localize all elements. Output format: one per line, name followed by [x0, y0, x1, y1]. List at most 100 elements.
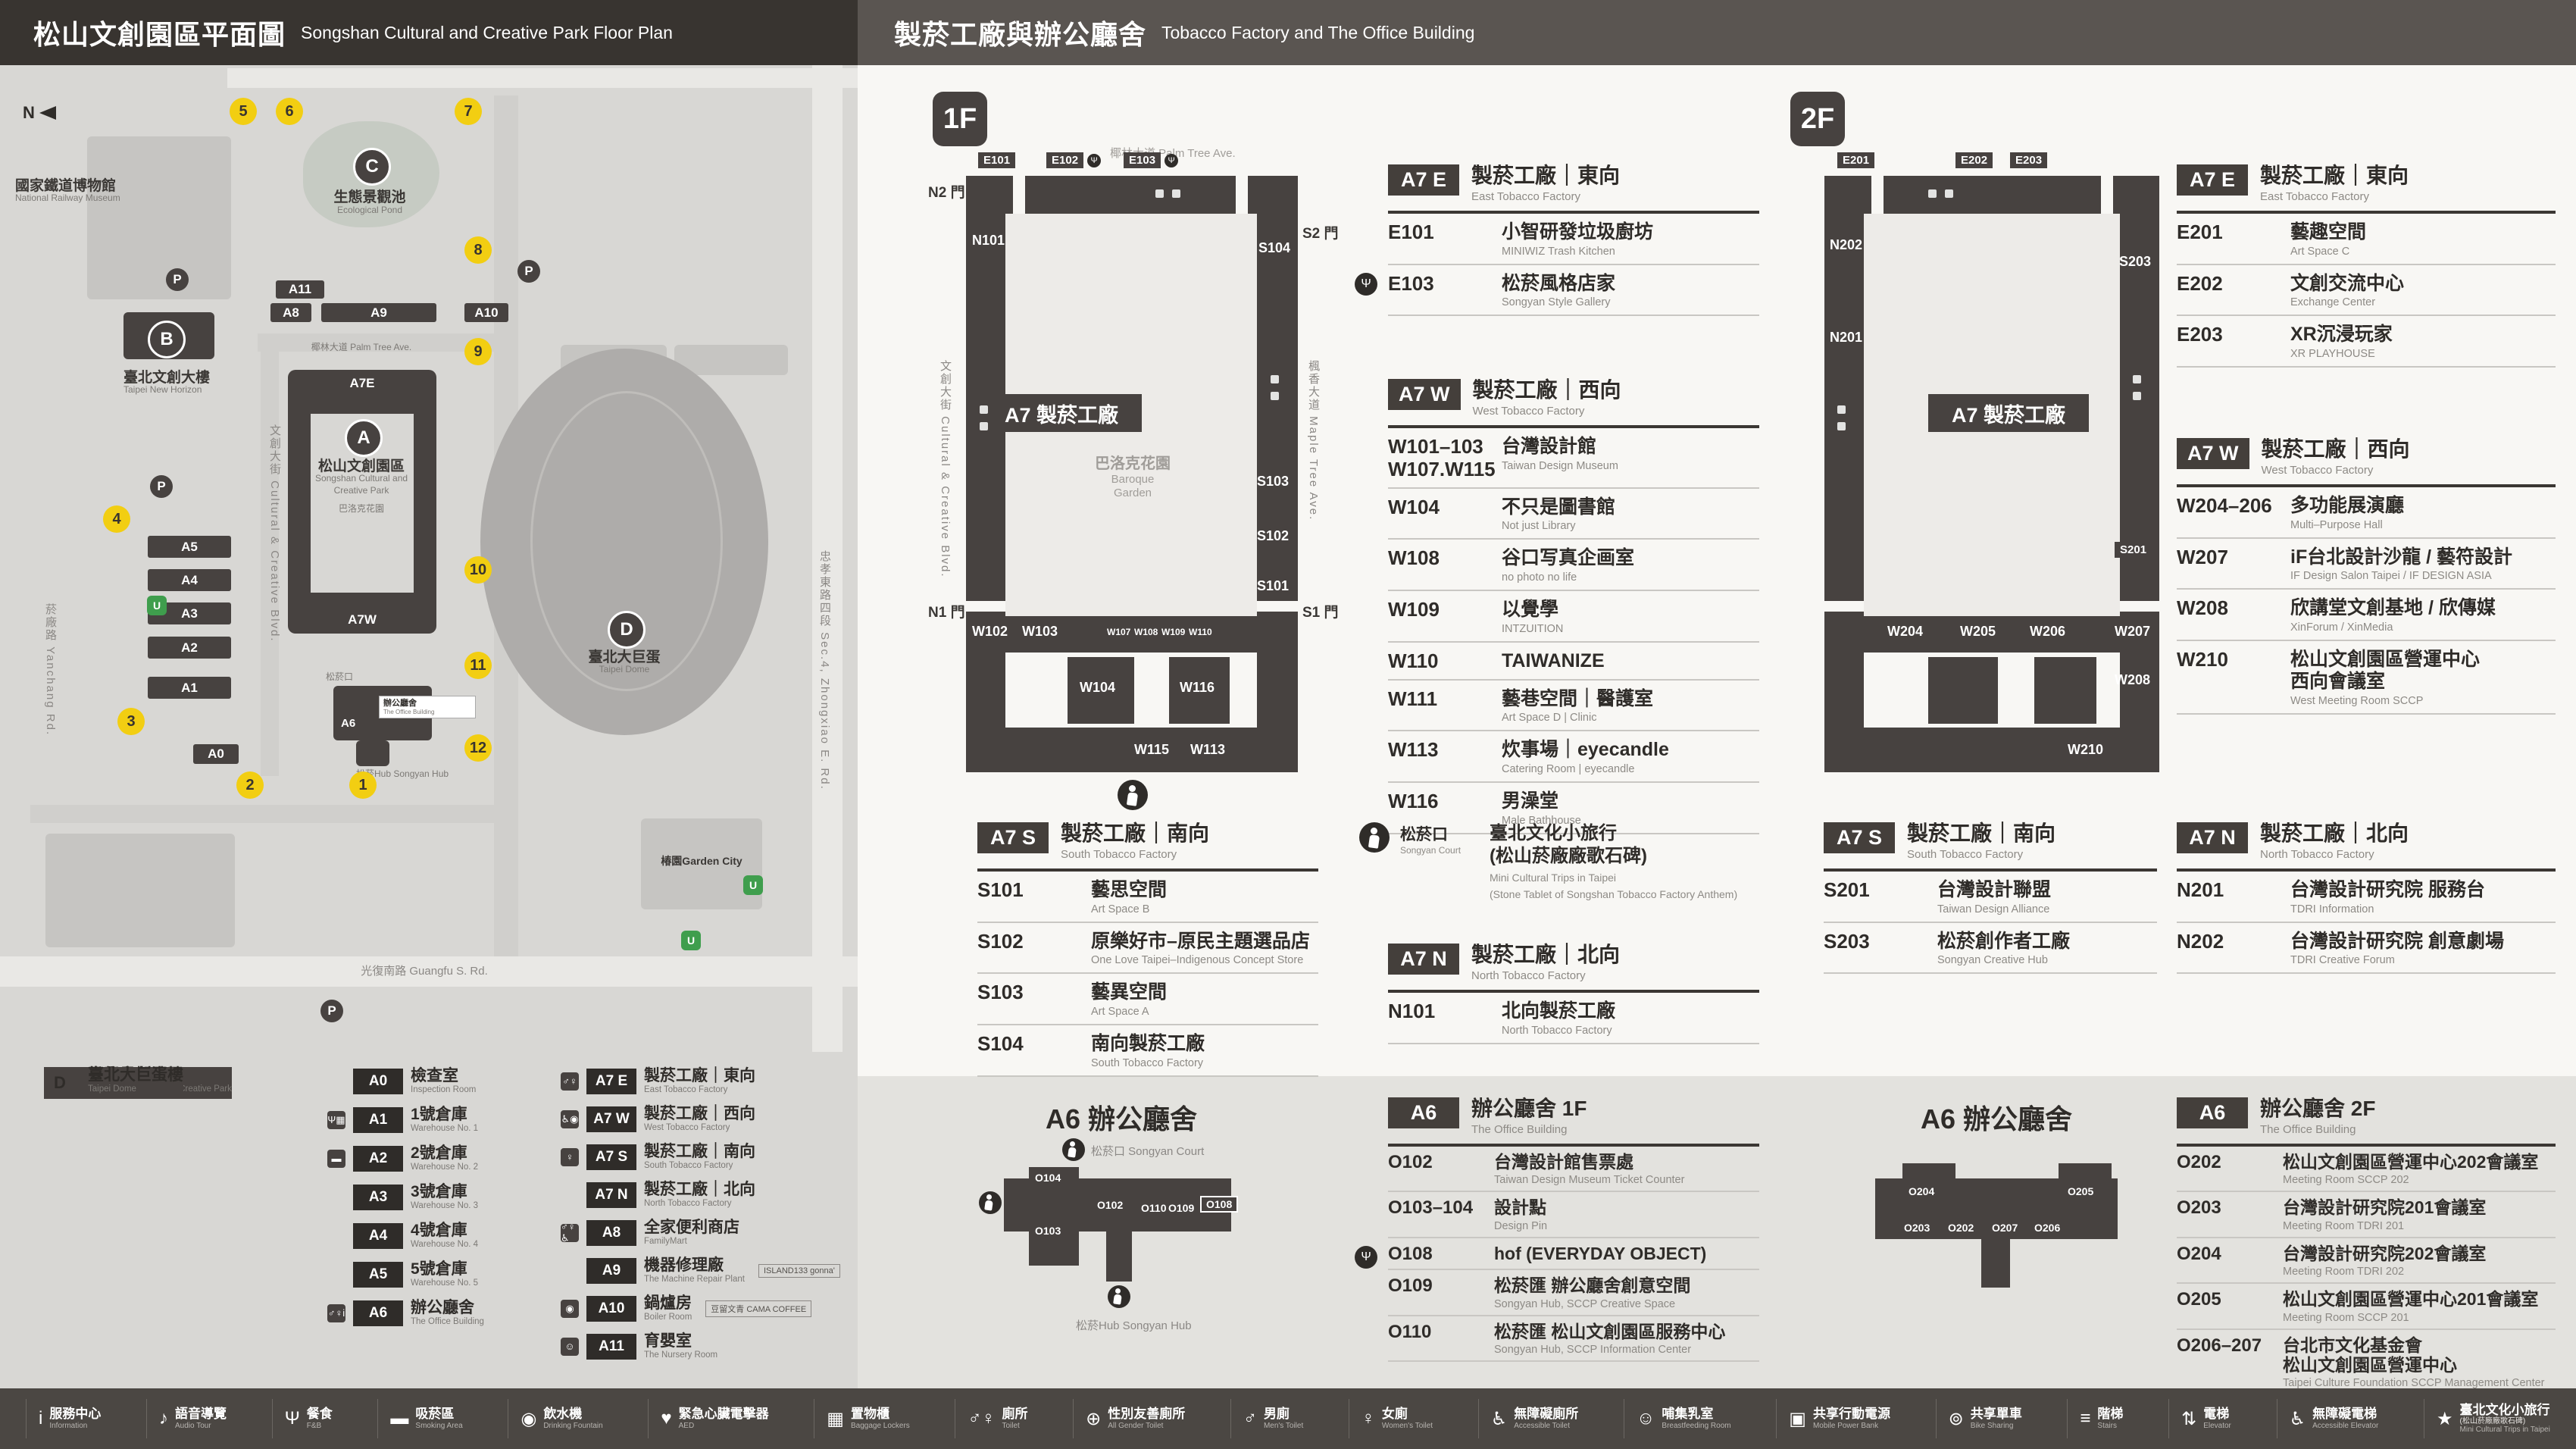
room-name-zh: 藝異空間 [1091, 981, 1168, 1003]
amenity-icon: ♿◉ [561, 1109, 579, 1128]
legend-building-row: A4 4號倉庫 Warehouse No. 4 [302, 1222, 529, 1250]
section-tag: A7 E [1388, 164, 1459, 196]
room-name-zh: 不只是圖書館 [1502, 496, 1616, 518]
legend-icons: ♂♀i [302, 1303, 345, 1322]
room-code: S103 [977, 981, 1024, 1004]
room-listing-entry: O109 松菸匯 辦公廳舍創意空間 Songyan Hub, SCCP Crea… [1388, 1270, 1759, 1316]
listing-section: A7 S 製菸工廠｜南向 South Tobacco Factory S101 [977, 822, 1318, 1077]
legend-icons: ♀ [535, 1147, 579, 1166]
room-name-zh: 藝思空間 [1091, 878, 1168, 900]
room-name-zh: 台灣設計館 [1502, 435, 1597, 457]
room-listing-entry: E203 XR沉浸玩家 XR PLAYHOUSE [2177, 316, 2556, 368]
room-code: W207 [2177, 545, 2228, 568]
legend-zh: 2號倉庫 [411, 1144, 467, 1163]
amenity-icon [1271, 392, 1279, 400]
amenity-icon: ♿ [1490, 1408, 1508, 1429]
map-marker: U [147, 596, 167, 615]
legend-building-row: A3 3號倉庫 Warehouse No. 3 [302, 1183, 529, 1211]
section-header: A7 E 製菸工廠｜東向 East Tobacco Factory [2177, 164, 2556, 214]
walking-person-icon [1108, 1285, 1130, 1308]
room-listing-entry: O110 松菸匯 松山文創園區服務中心 Songyan Hub, SCCP In… [1388, 1316, 1759, 1363]
room-name-zh: 男澡堂 [1502, 790, 1559, 812]
room-code: W110 [1388, 649, 1439, 672]
room-label: O203 [1904, 1222, 1930, 1234]
room-code: W116 [1388, 790, 1439, 813]
room-name-en: North Tobacco Factory [1502, 1024, 1612, 1037]
a6-stem [1981, 1239, 2010, 1288]
a6-2f-plan: O204 O205 O203 O202 [1860, 1137, 2133, 1364]
legend-building-row: Ψ▦ A1 1號倉庫 Warehouse No. 1 [302, 1106, 529, 1134]
room-code: W109 [1388, 598, 1440, 621]
w104-block [1068, 657, 1134, 724]
map-label: 松菸口 [326, 671, 354, 682]
amenity-icon: ♥ [661, 1408, 672, 1429]
legend-zh: 育嬰室 [644, 1332, 692, 1350]
room-code: N201 [2177, 878, 2224, 901]
room-label: E101 [978, 152, 1016, 168]
legend-zh: 檢查室 [411, 1067, 458, 1085]
map-label: 臺北大巨蛋 [588, 649, 661, 665]
legend-zh: 5號倉庫 [411, 1260, 467, 1278]
map-marker: 8 [464, 236, 492, 264]
room-label: O110 [1141, 1202, 1167, 1214]
legend-building-row: A5 5號倉庫 Warehouse No. 5 [302, 1260, 529, 1288]
map-label: 生態景觀池 [333, 189, 406, 205]
amenity-en: All Gender Toilet [1108, 1421, 1164, 1430]
section-title-en: West Tobacco Factory [1472, 404, 1585, 418]
a7w-label: A7W [348, 612, 377, 627]
ring-inner-strip [1824, 616, 2159, 653]
room-name-zh: 欣講堂文創基地 / 欣傳媒 [2290, 597, 2496, 619]
map-label: National Railway Museum [15, 192, 120, 203]
room-listing-entry: E201 藝趣空間 Art Space C [2177, 214, 2556, 265]
section-entries: W204–206 多功能展演廳 Multi–Purpose Hall [2177, 487, 2556, 715]
a6-map-label: A6 [341, 717, 356, 730]
legend-en: FamilyMart [644, 1236, 687, 1246]
room-listing-entry: W108 谷口写真企画室 no photo no life [1388, 540, 1759, 592]
room-code: W113 [1388, 738, 1439, 762]
building-bar: A2 [148, 637, 231, 659]
section-title-en: East Tobacco Factory [2260, 189, 2369, 203]
room-name-en: IF Design Salon Taipei / IF DESIGN ASIA [2290, 570, 2492, 583]
room-name-zh: 谷口写真企画室 [1502, 547, 1635, 569]
amenity-zh: 緊急心臟電擊器 [678, 1407, 769, 1422]
legend-en: Warehouse No. 1 [411, 1123, 479, 1133]
amenity-zh: 置物櫃 [850, 1407, 889, 1422]
map-label: 巴洛克花園 [338, 503, 384, 514]
room-name-en: Art Space D | Clinic [1502, 712, 1597, 724]
ring-left-bar [966, 176, 1005, 772]
section-header: A7 S 製菸工廠｜南向 South Tobacco Factory [977, 822, 1318, 872]
building-bar: A0 [193, 744, 239, 764]
amenity-zh: 共享行動電源 [1812, 1407, 1890, 1422]
legend-icons: ▬ [302, 1149, 345, 1168]
room-listing-entry: W113 炊事場｜eyecandle Catering Room | eyeca… [1388, 731, 1759, 784]
footer-amenity-item: ⇅ 電梯 Elevator [2168, 1399, 2231, 1438]
railway-museum-block [87, 136, 231, 299]
map-marker: P [517, 260, 540, 283]
amenity-en: Accessible Toilet [1514, 1421, 1570, 1430]
room-name-en: Songyan Hub, SCCP Information Center [1494, 1344, 1692, 1357]
room-name-zh: 台北市文化基金會 [2283, 1335, 2422, 1355]
section-title-en: The Office Building [1471, 1122, 1568, 1136]
room-label: W108 [1134, 627, 1158, 637]
legend-building-row: ☺ A11 育嬰室 The Nursery Room [535, 1332, 858, 1360]
room-name-zh: 松菸匯 辦公廳舍創意空間 [1494, 1275, 1691, 1296]
room-name-en: Meeting Room SCCP 201 [2283, 1311, 2409, 1324]
listing-section: A7 W 製菸工廠｜西向 West Tobacco Factory W101–1… [1388, 378, 1759, 834]
amenity-en: Toilet [1002, 1421, 1020, 1430]
room-label: S102 [1257, 528, 1290, 543]
room-name-en: Meeting Room TDRI 202 [2283, 1266, 2405, 1278]
amenity-en: Men's Toilet [1263, 1421, 1304, 1430]
section-title-zh: 製菸工廠｜西向 [1472, 378, 1621, 402]
legend-en: South Tobacco Factory [644, 1160, 733, 1170]
amenity-footer-bar: i 服務中心 Information ♪ 語音導覽 Audio Tour Ψ [0, 1388, 2576, 1449]
section-tag: A7 W [1388, 379, 1461, 410]
room-name-en: Taiwan Design Museum Ticket Counter [1494, 1174, 1685, 1187]
room-name-zh: 松菸匯 松山文創園區服務中心 [1494, 1321, 1726, 1341]
room-listing-entry: S201 台灣設計聯盟 Taiwan Design Alliance [1824, 872, 2157, 923]
park-map: A7E A7W A6 辦公廳舍 The Office Building N 文創… [0, 65, 858, 1052]
map-legend: N 園區入口 Entrance A 松山文創園區 Songshan Cultur… [0, 1052, 858, 1388]
room-label: O205 [2068, 1185, 2094, 1197]
room-code: N202 [2177, 929, 2224, 953]
room-listing-entry: O206–207 台北市文化基金會 松山文創園區營運中心 Taipei Cult… [2177, 1330, 2556, 1396]
amenity-icon: ♿ [2289, 1408, 2306, 1429]
